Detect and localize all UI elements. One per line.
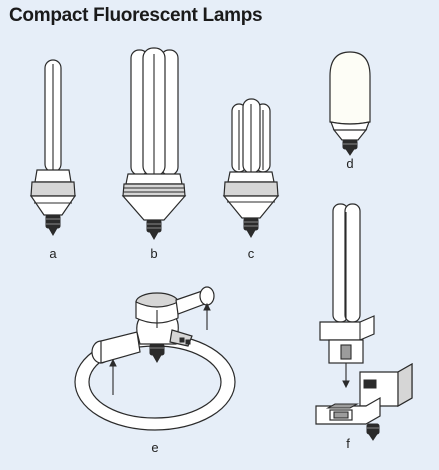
lamp-d-globe xyxy=(329,51,371,125)
lamp-f-tubes xyxy=(332,203,361,323)
label-f: f xyxy=(346,436,350,451)
lamp-d-collar xyxy=(330,121,370,141)
lamp-b xyxy=(121,47,187,241)
lamp-f xyxy=(315,203,413,441)
lamp-e-arrows xyxy=(109,302,211,395)
lamp-c xyxy=(222,98,280,239)
lamp-e-screw-base xyxy=(149,343,165,364)
lamp-f-base xyxy=(319,315,375,389)
lamp-a-screw-base xyxy=(45,214,61,237)
lamp-d xyxy=(329,51,371,156)
label-a: a xyxy=(49,246,57,261)
lamp-d-screw-base xyxy=(342,139,358,156)
lamp-c-ballast xyxy=(222,171,280,219)
lamp-b-ballast xyxy=(121,173,187,221)
lamp-e-adapter xyxy=(135,286,215,347)
diagram-title: Compact Fluorescent Lamps xyxy=(9,5,263,26)
lamp-e xyxy=(74,286,236,431)
lamp-b-tubes xyxy=(130,47,179,177)
lamp-a xyxy=(29,59,77,237)
lamp-c-screw-base xyxy=(243,217,259,239)
lamp-f-adapter-socket xyxy=(315,362,413,441)
label-c: c xyxy=(248,246,255,261)
lamp-a-ballast xyxy=(29,169,77,216)
label-d: d xyxy=(346,156,353,171)
lamp-c-tubes xyxy=(231,98,271,174)
lamp-e-ring xyxy=(74,331,236,431)
lamp-b-screw-base xyxy=(146,219,162,241)
label-b: b xyxy=(150,246,157,261)
label-e: e xyxy=(151,440,158,455)
lamp-a-tube xyxy=(44,59,62,173)
